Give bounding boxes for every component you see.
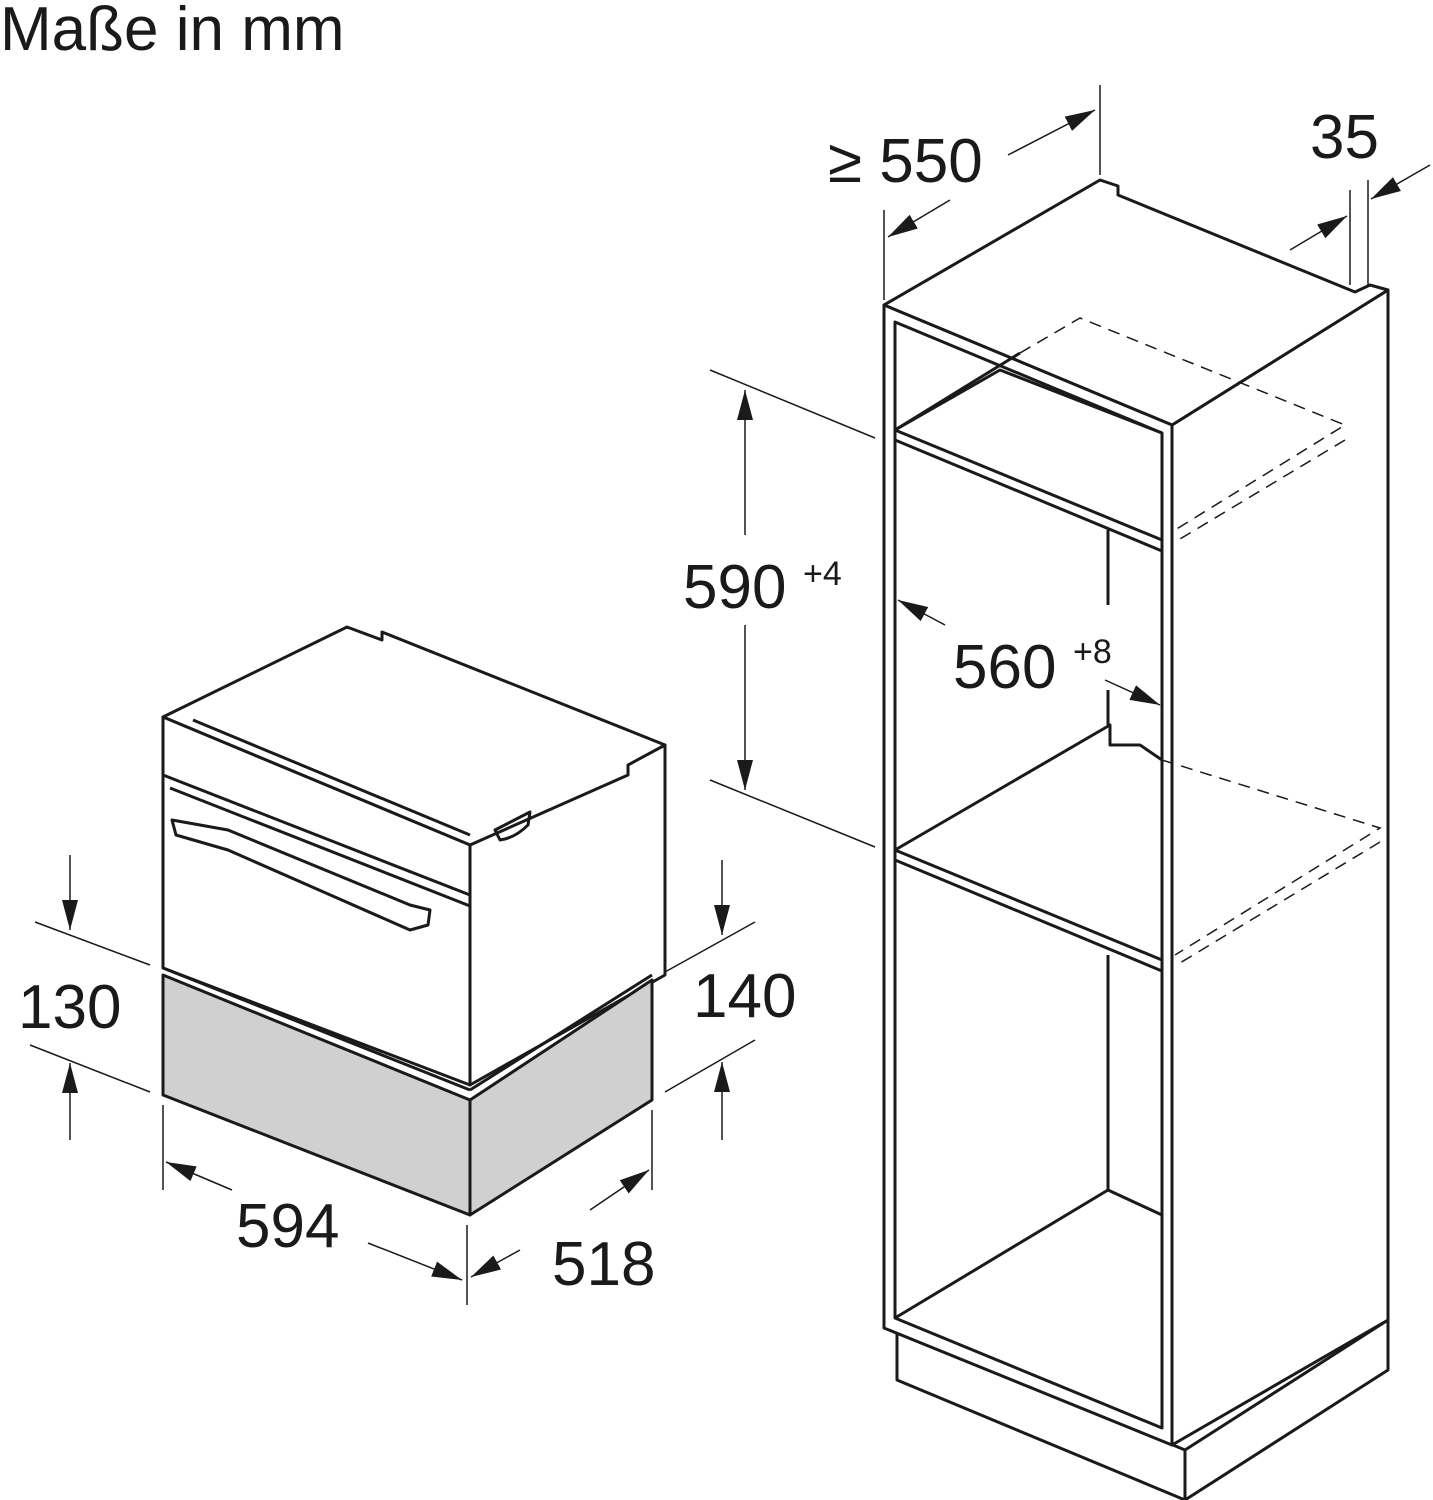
oven-dimensions (29, 855, 756, 1305)
drawer-height-side-label: 140 (693, 962, 796, 1031)
cabinet-depth-label: ≥ 550 (828, 127, 983, 196)
niche-height-label: 590 (683, 553, 786, 622)
drawer-height-front-label: 130 (18, 973, 121, 1042)
width-label: 594 (236, 1192, 339, 1261)
cabinet-dimensions (709, 85, 1431, 848)
page-title: Maße in mm (0, 0, 345, 64)
cabinet (882, 178, 1390, 1500)
niche-height-tolerance: +4 (803, 555, 842, 593)
panel-thickness-label: 35 (1310, 103, 1379, 172)
niche-width-tolerance: +8 (1073, 633, 1112, 671)
warming-drawer (161, 966, 654, 1217)
niche-width-label: 560 (953, 633, 1056, 702)
oven (161, 625, 667, 1087)
depth-label: 518 (552, 1230, 655, 1299)
